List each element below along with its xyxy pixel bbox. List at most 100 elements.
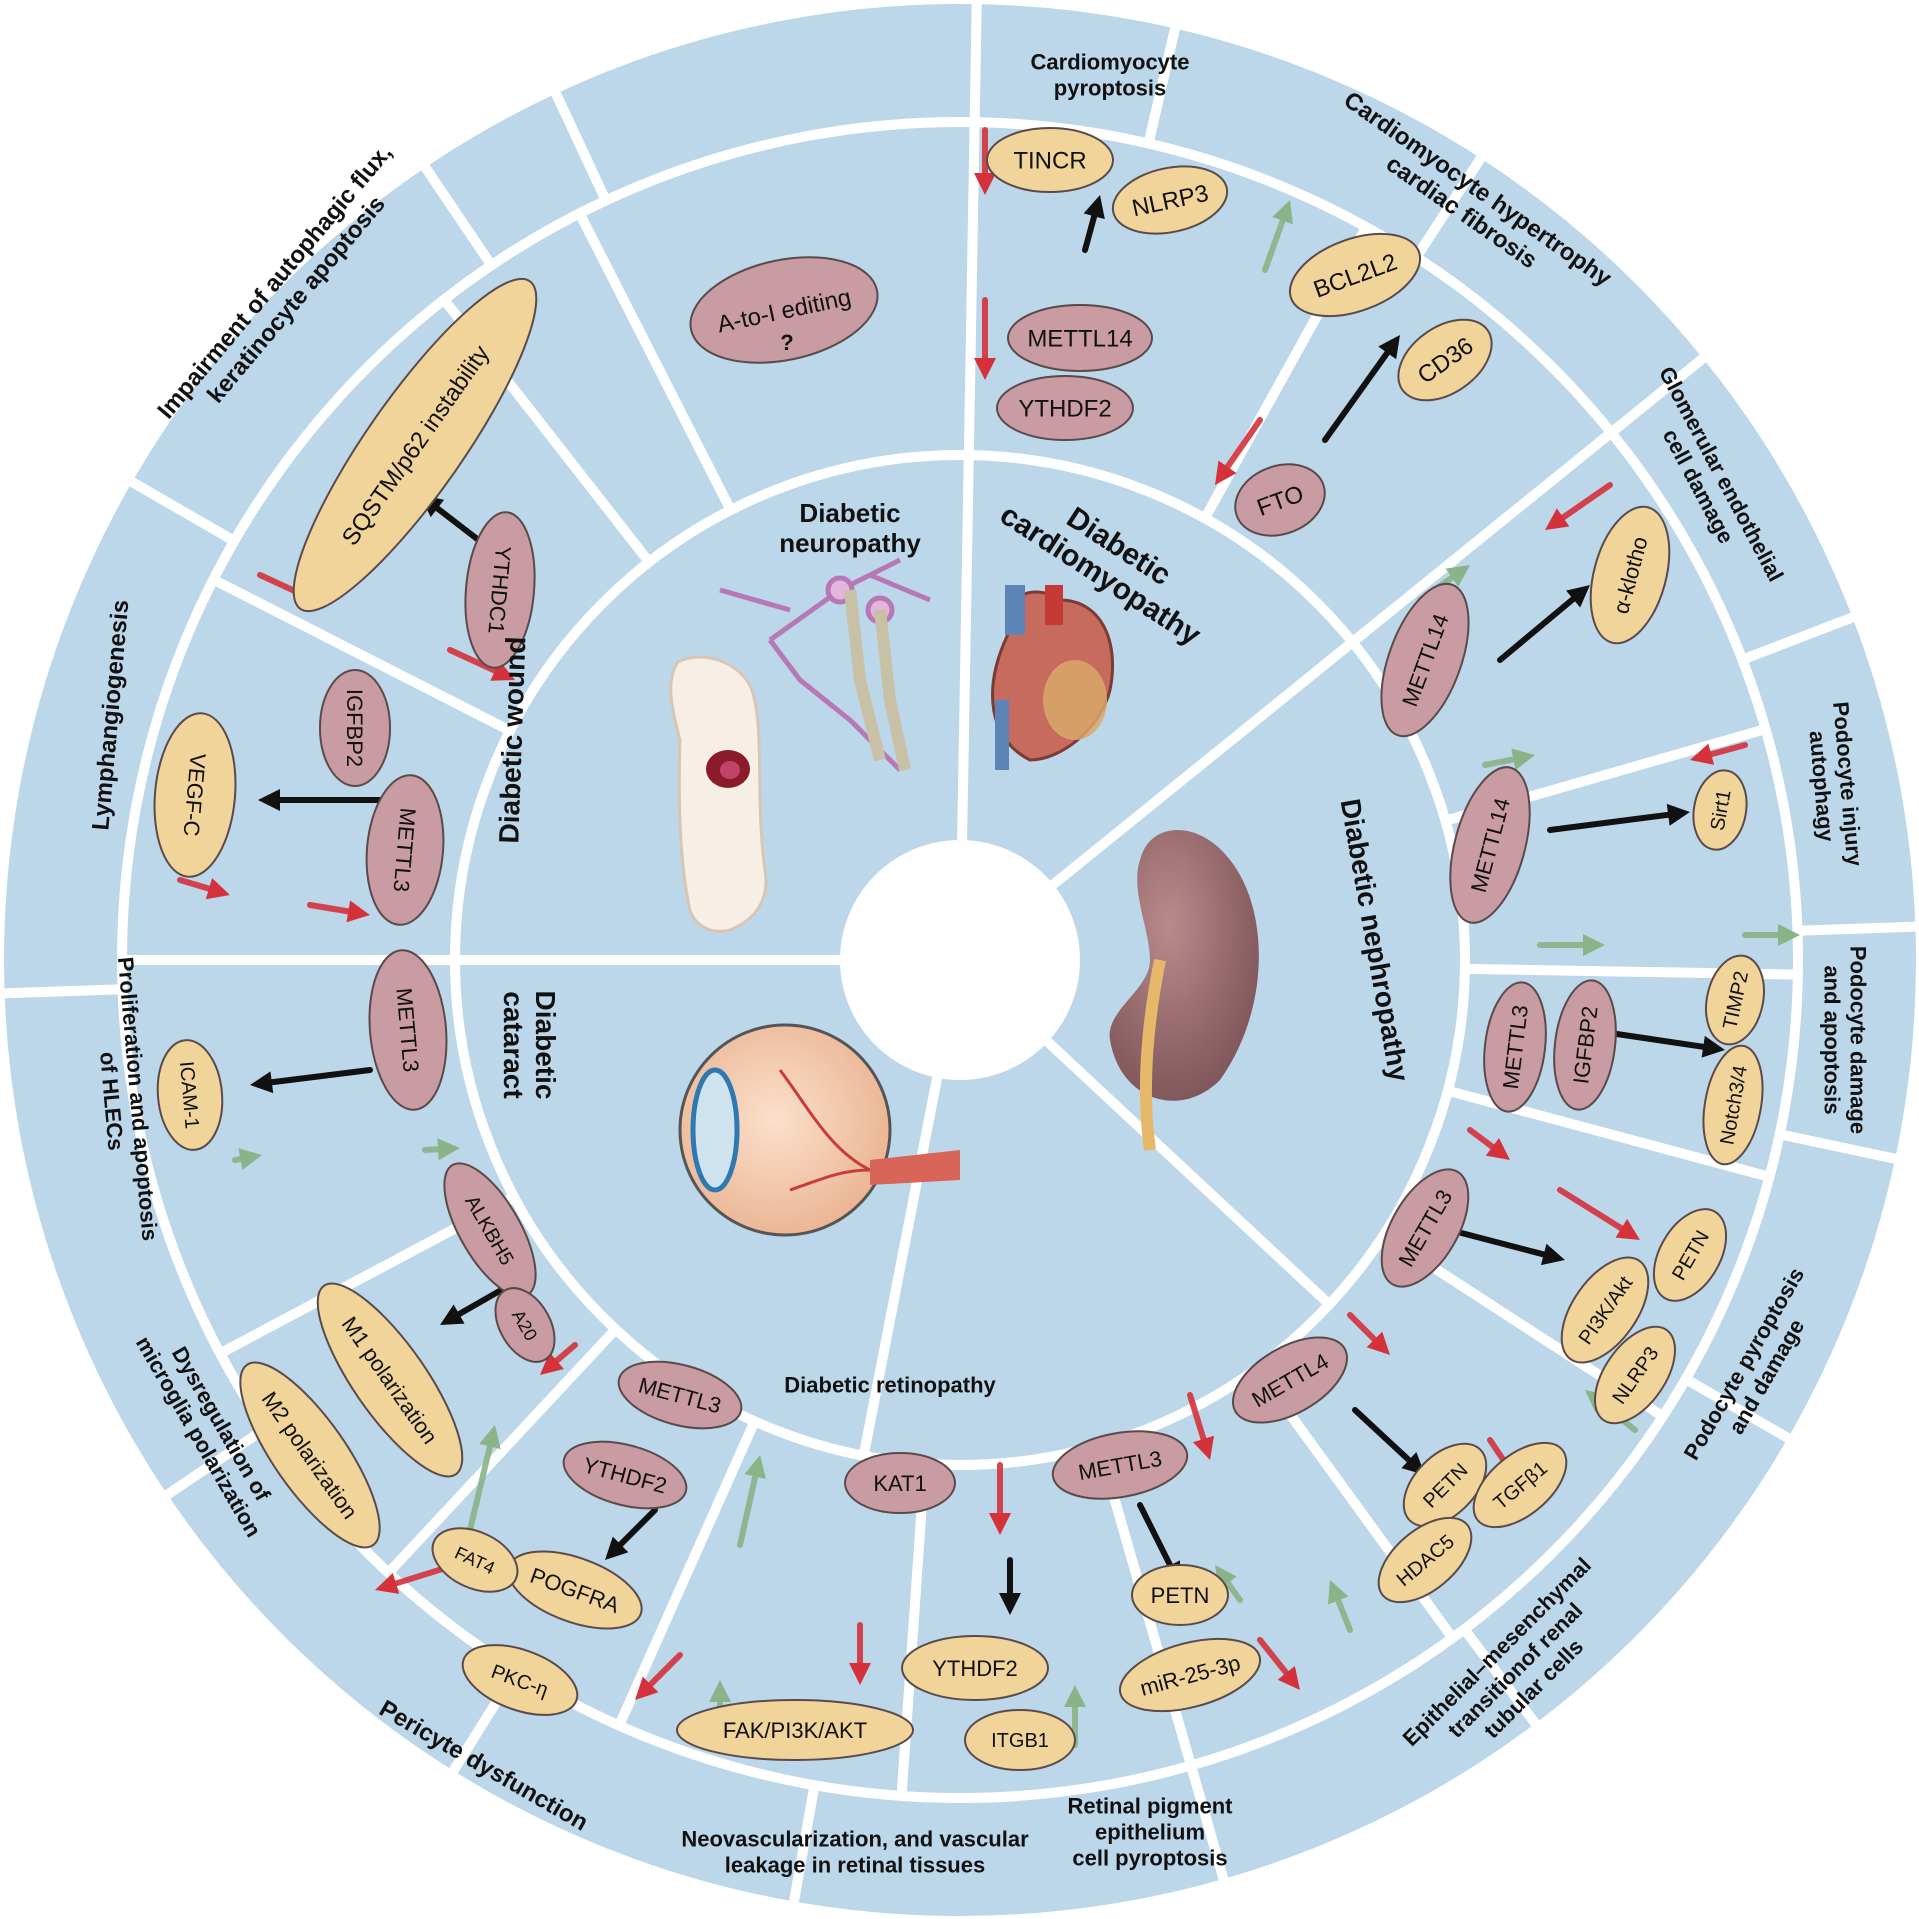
divider-inner-3 bbox=[858, 1076, 943, 1457]
node-a_to_i: A-to-I editing bbox=[689, 256, 879, 364]
node-label-mettl14_cardio: METTL14 bbox=[1027, 326, 1132, 353]
arrow-40 bbox=[422, 1138, 460, 1161]
node-label-fak: FAK/PI3K/AKT bbox=[723, 1718, 867, 1743]
node-mettl14_cardio: METTL14 bbox=[1007, 304, 1153, 372]
divider-middle-1 bbox=[963, 122, 980, 456]
divider-outer-1 bbox=[969, 2, 982, 123]
node-ythdf2_neo: YTHDF2 bbox=[901, 1635, 1049, 1701]
node-bcl2l2: BCL2L2 bbox=[1288, 232, 1422, 318]
arrow-26 bbox=[1257, 1637, 1300, 1690]
node-mettl3_peri: METTL3 bbox=[617, 1360, 743, 1430]
arrow-43 bbox=[177, 877, 230, 900]
arrow-27 bbox=[989, 1462, 1011, 1535]
divider-outer-4 bbox=[1608, 353, 1708, 437]
node-cd36: CD36 bbox=[1397, 318, 1493, 402]
divider-inner-0 bbox=[957, 454, 974, 841]
arrow-1 bbox=[974, 297, 996, 380]
arrow-13 bbox=[1742, 924, 1800, 946]
svg-text:cell pyroptosis: cell pyroptosis bbox=[1072, 1846, 1227, 1871]
node-notch: Notch3/4 bbox=[1702, 1044, 1764, 1166]
arrow-19 bbox=[1347, 1312, 1390, 1355]
divider-outer-3 bbox=[1412, 153, 1486, 260]
node-label-igfbp2_lym: IGFBP2 bbox=[342, 689, 367, 767]
svg-text:Cardiomyocyte: Cardiomyocyte bbox=[1031, 50, 1190, 75]
arrow-33 bbox=[605, 1507, 658, 1560]
node-mettl14_podo: METTL14 bbox=[1449, 766, 1531, 924]
nodes: A-to-I editingTINCRNLRP3METTL14YTHDF2BCL… bbox=[153, 127, 1765, 1771]
node-label-ythdf2_cardio: YTHDF2 bbox=[1018, 396, 1111, 423]
heart-image bbox=[991, 585, 1115, 770]
arrow-15 bbox=[1467, 1127, 1510, 1160]
divider-outer-0 bbox=[550, 89, 611, 203]
arrow-10 bbox=[1690, 742, 1748, 765]
question-mark: ? bbox=[780, 330, 793, 355]
node-mettl3_rpe: METTL3 bbox=[1051, 1430, 1189, 1500]
divider-inner-2 bbox=[1044, 1038, 1333, 1309]
label-neovascularization: Neovascularization, and vascularleakage … bbox=[681, 1827, 1029, 1878]
svg-text:pyroptosis: pyroptosis bbox=[1054, 76, 1166, 101]
arrow-8 bbox=[1497, 585, 1590, 663]
node-mettl3_podo: METTL3 bbox=[1483, 981, 1547, 1113]
node-mettl4: METTL4 bbox=[1232, 1336, 1348, 1424]
node-petn_rpe: PETN bbox=[1131, 1564, 1229, 1626]
divider-middle-15 bbox=[211, 575, 513, 736]
node-label-ythdf2_neo: YTHDF2 bbox=[932, 1656, 1018, 1681]
center-hole bbox=[840, 840, 1080, 1080]
divider-outer-8 bbox=[1683, 1374, 1793, 1444]
arrow-3 bbox=[1262, 200, 1293, 273]
node-pogfra: POGFRA bbox=[507, 1550, 643, 1630]
node-a20: A20 bbox=[494, 1287, 556, 1363]
svg-text:Diabetic retinopathy: Diabetic retinopathy bbox=[784, 1373, 996, 1398]
node-ythdf2_cardio: YTHDF2 bbox=[996, 375, 1134, 441]
node-vegfc: VEGF-C bbox=[153, 712, 237, 878]
node-label-kat1: KAT1 bbox=[873, 1471, 926, 1496]
divider-outer-2 bbox=[1143, 25, 1181, 145]
arrow-9 bbox=[1482, 748, 1535, 771]
node-fak: FAK/PI3K/AKT bbox=[676, 1699, 914, 1761]
arrow-11 bbox=[1547, 803, 1690, 833]
arrow-4 bbox=[1322, 335, 1400, 443]
node-sqstm: SQSTM/p62 instability bbox=[292, 277, 538, 613]
divider-middle-12 bbox=[384, 1325, 620, 1577]
node-label-petn_rpe: PETN bbox=[1151, 1583, 1210, 1608]
node-petn_emt: PETN bbox=[1402, 1442, 1488, 1528]
arrow-2 bbox=[1082, 195, 1105, 253]
node-label-itgb1: ITGB1 bbox=[991, 1730, 1049, 1752]
node-petn_pyro: PETN bbox=[1652, 1208, 1728, 1302]
node-pkc: PKC-η bbox=[461, 1644, 579, 1716]
arrow-32 bbox=[737, 1455, 766, 1548]
arrow-0 bbox=[974, 127, 996, 195]
node-ythdf2_peri: YTHDF2 bbox=[562, 1440, 688, 1510]
arrow-22 bbox=[1327, 1580, 1353, 1633]
arrow-17 bbox=[1447, 1227, 1565, 1266]
node-mettl3_lym: METTL3 bbox=[365, 774, 445, 926]
arrow-44 bbox=[307, 900, 370, 923]
divider-outer-5 bbox=[1740, 612, 1857, 665]
node-nlrp3_pyro: NLRP3 bbox=[1594, 1325, 1676, 1425]
divider-middle-16 bbox=[575, 211, 736, 513]
arrow-12 bbox=[1537, 934, 1605, 956]
divider-outer-15 bbox=[127, 476, 237, 546]
label-wound: Diabetic wound bbox=[493, 636, 531, 844]
node-mettl14_glom: METTL14 bbox=[1380, 582, 1470, 738]
eye-image bbox=[678, 1023, 960, 1237]
node-nlrp3_cardio: NLRP3 bbox=[1111, 165, 1229, 235]
arrow-41 bbox=[232, 1148, 262, 1170]
node-fat4: FAT4 bbox=[431, 1527, 519, 1593]
arrow-39 bbox=[250, 1067, 373, 1094]
divider-middle-11 bbox=[614, 1419, 760, 1728]
node-tincr: TINCR bbox=[986, 127, 1114, 193]
arrow-28 bbox=[999, 1557, 1021, 1615]
node-fto: FTO bbox=[1234, 463, 1326, 537]
arrow-34 bbox=[635, 1652, 683, 1700]
node-timp2: TIMP2 bbox=[1705, 954, 1765, 1046]
divider-outer-11 bbox=[788, 1784, 820, 1905]
arrow-35 bbox=[540, 1342, 578, 1375]
svg-text:Diabetic: Diabetic bbox=[530, 991, 561, 1100]
node-mettl3_pyro: METTL3 bbox=[1380, 1168, 1470, 1288]
node-hdac5: HDAC5 bbox=[1377, 1516, 1473, 1604]
arrow-14 bbox=[1607, 1030, 1725, 1058]
